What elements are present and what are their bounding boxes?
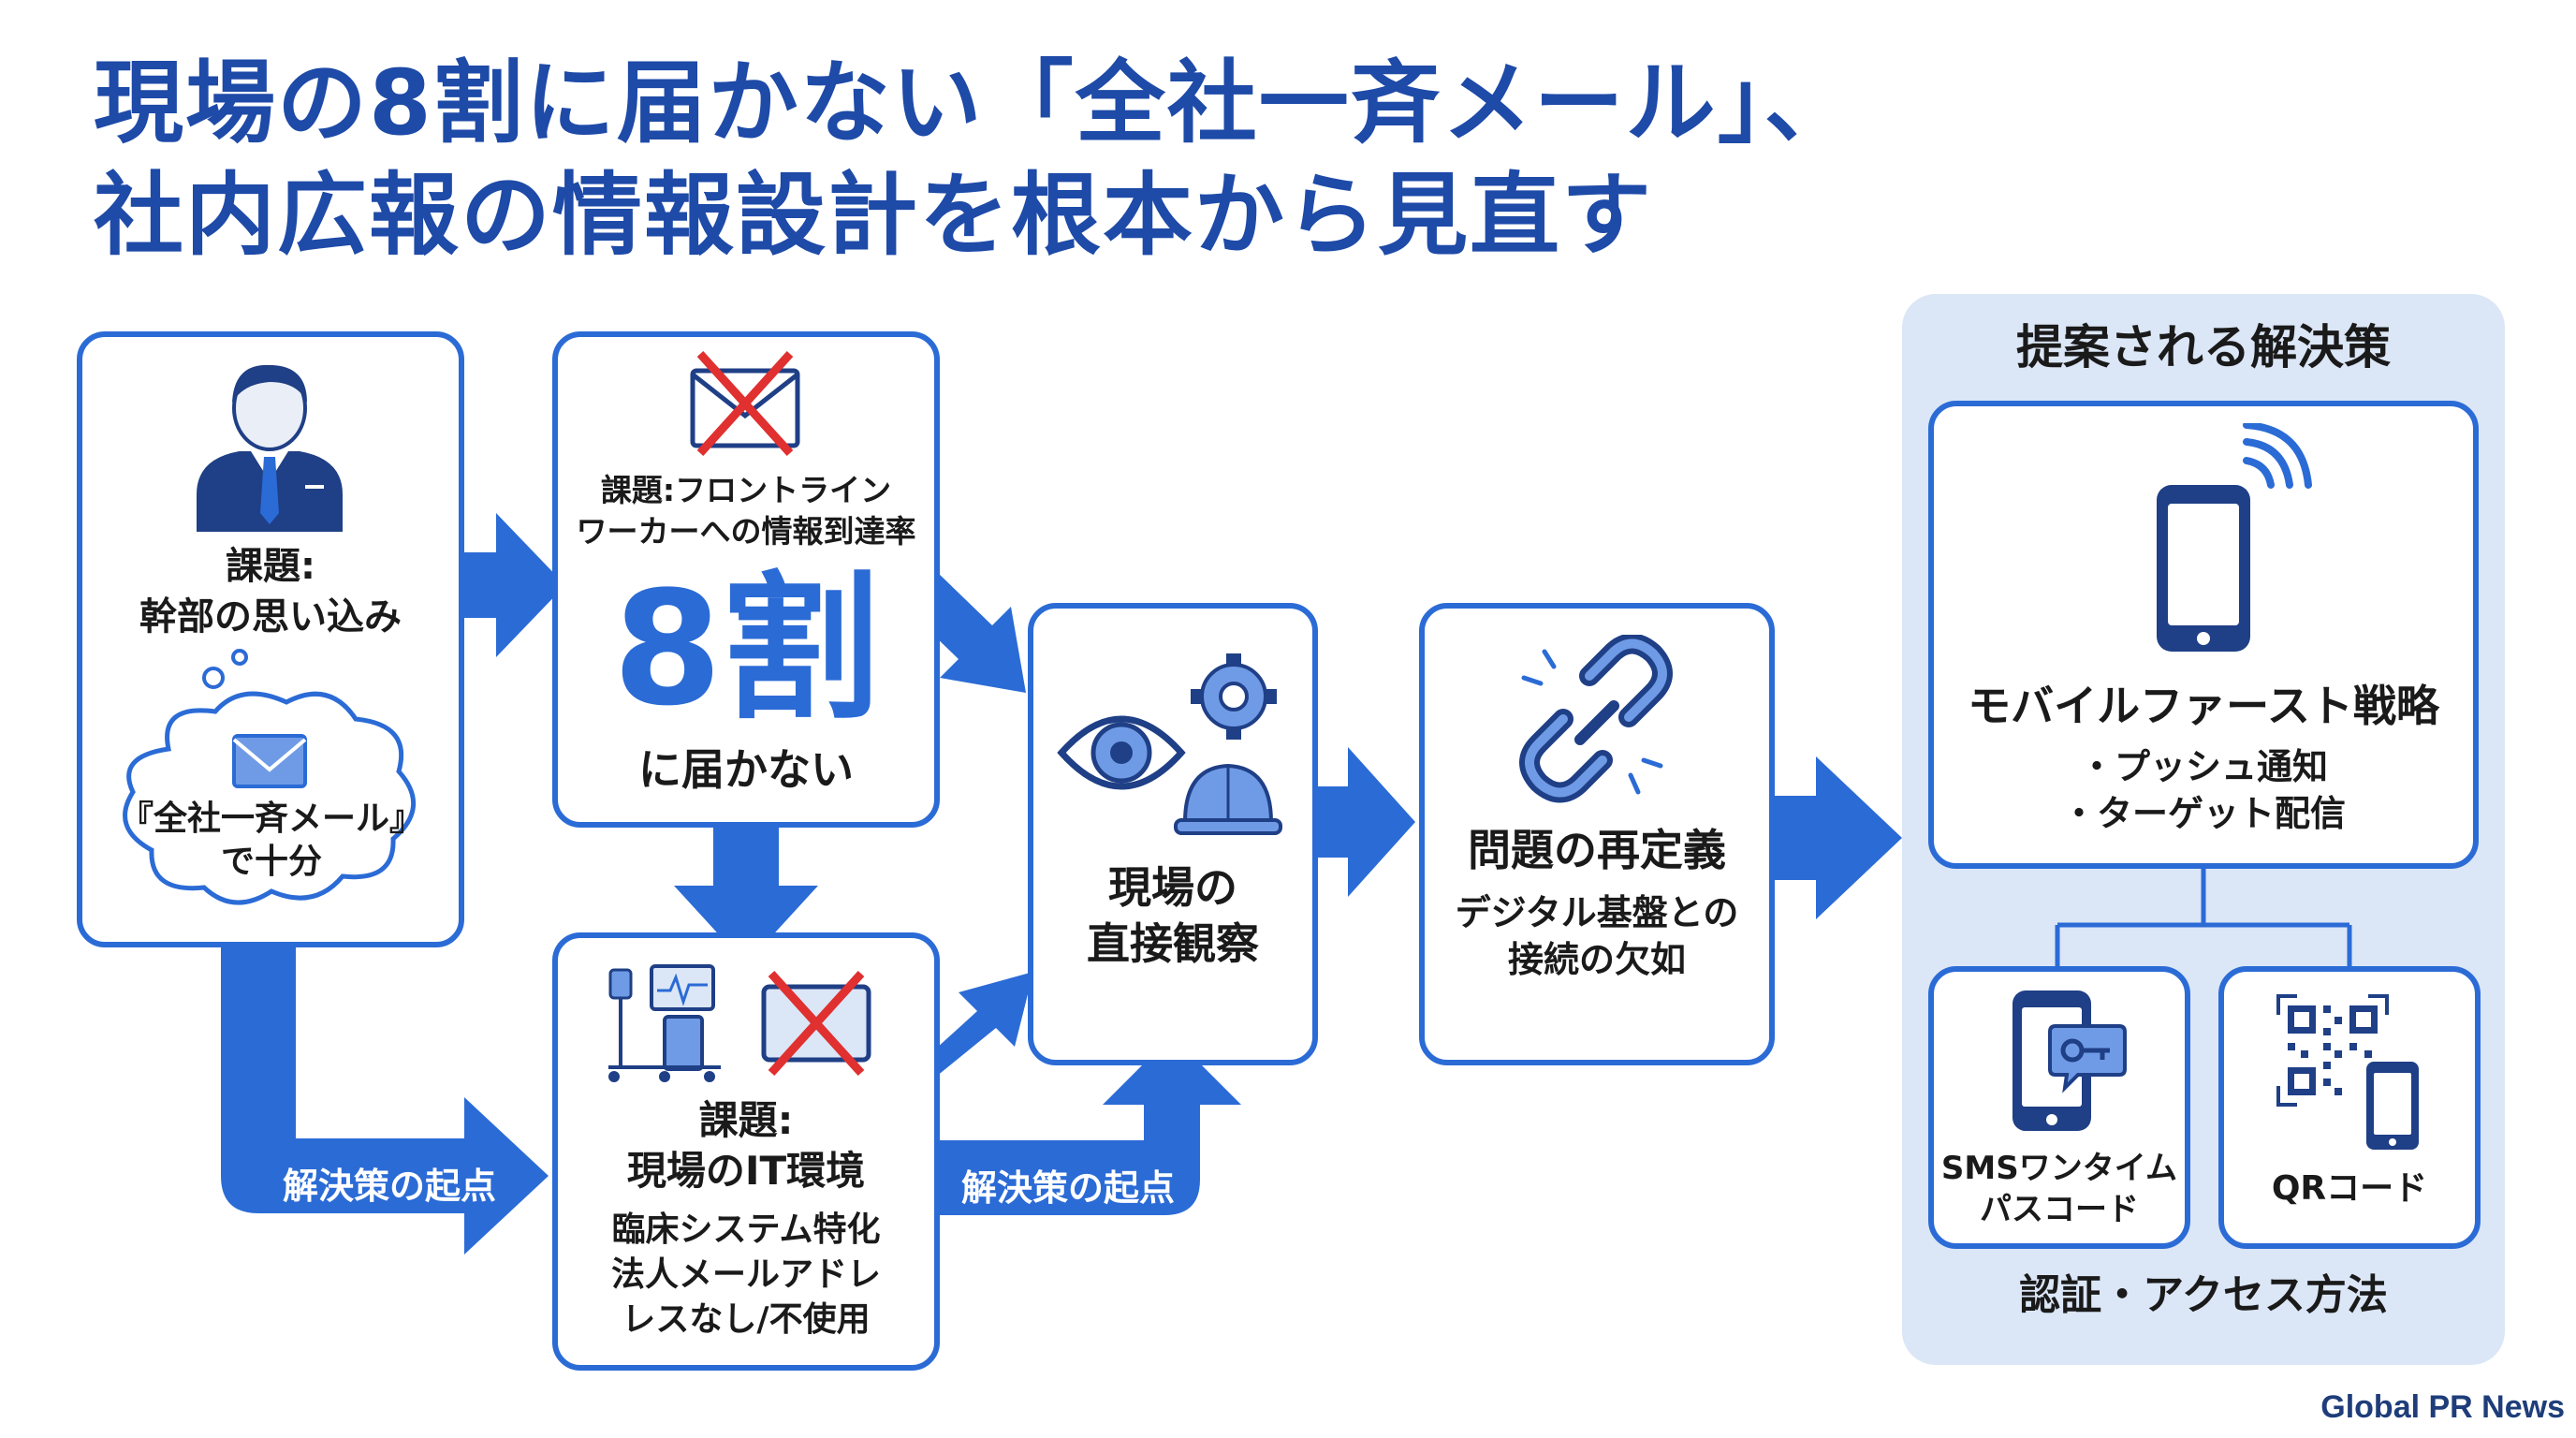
exec-bubble-line1: 『全社一斉メール』 — [119, 800, 423, 838]
mobile-item-2: ・ターゲット配信 — [2060, 793, 2346, 834]
gear-icon — [1191, 653, 1277, 740]
exec-label-line1: 課題: — [226, 545, 315, 588]
it-label-line1: 課題: — [698, 1097, 794, 1143]
box-direct-observation — [1028, 603, 1318, 1065]
mobile-title: モバイルファースト戦略 — [1968, 681, 2439, 731]
solution-connectors — [2055, 869, 2352, 968]
exec-label-line2: 幹部の思い込み — [139, 595, 402, 638]
observation-icon — [1057, 653, 1282, 835]
arrow-exec-to-rate — [461, 513, 565, 657]
it-label-line2: 現場のIT環境 — [626, 1148, 866, 1194]
arrow-redefine-to-solutions — [1775, 756, 1902, 919]
page-title-line2: 社内広報の情報設計を根本から見直す — [94, 163, 1653, 268]
smartphone-signal-icon — [2157, 423, 2312, 652]
arrow-it-to-observe-bottom — [932, 1035, 1241, 1215]
redefine-desc-line1: デジタル基盤との — [1455, 892, 1739, 933]
credit-logo-text: Global PR News — [2320, 1389, 2565, 1425]
qr-code-icon — [2276, 994, 2419, 1150]
arrow-exec-to-it — [221, 936, 549, 1255]
box-reach-rate — [552, 331, 940, 828]
arrow-label-start-2: 解決策の起点 — [960, 1167, 1175, 1209]
solutions-panel-title: 提案される解決策 — [2016, 320, 2391, 374]
eye-icon — [1057, 715, 1186, 790]
sms-line2: パスコード — [1980, 1191, 2139, 1228]
it-desc-line1: 臨床システム特化 — [611, 1211, 881, 1249]
page-title-line1: 現場の8割に届かない「全社一斉メール」、 — [94, 51, 1856, 155]
rate-label-line2: ワーカーへの情報到達率 — [576, 513, 916, 550]
arrow-observe-to-redefine — [1314, 747, 1415, 897]
mobile-item-1: ・プッシュ通知 — [2078, 746, 2328, 787]
monitor-crossed-icon — [761, 970, 871, 1077]
box-it-environment — [552, 932, 940, 1371]
qr-label: QRコード — [2271, 1169, 2428, 1208]
observe-line1: 現場の — [1108, 862, 1237, 913]
redefine-desc-line2: 接続の欠如 — [1507, 939, 1686, 980]
arrow-it-to-observe — [936, 972, 1033, 1077]
arrow-label-start-1: 解決策の起点 — [282, 1166, 496, 1207]
rate-sub: に届かない — [638, 744, 854, 795]
it-desc-line3: レスなし/不使用 — [622, 1300, 871, 1339]
it-desc-line2: 法人メールアドレ — [610, 1255, 881, 1294]
hard-hat-icon — [1174, 763, 1282, 835]
medical-equipment-icon — [608, 964, 721, 1082]
auth-methods-label: 認証・アクセス方法 — [2019, 1271, 2388, 1319]
rate-big-value: 8割 — [612, 557, 880, 741]
executive-person-icon — [197, 364, 343, 532]
redefine-title: 問題の再定義 — [1468, 825, 1726, 875]
sms-key-icon — [2012, 990, 2127, 1131]
exec-bubble-line2: で十分 — [220, 843, 322, 881]
mail-crossed-icon — [690, 350, 800, 457]
observe-line2: 直接観察 — [1087, 918, 1259, 969]
arrow-rate-to-it — [674, 824, 818, 964]
broken-chain-icon — [1519, 635, 1673, 803]
rate-label-line1: 課題:フロントライン — [600, 472, 892, 508]
thought-bubble — [123, 649, 416, 905]
sms-line1: SMSワンタイム — [1940, 1150, 2178, 1187]
